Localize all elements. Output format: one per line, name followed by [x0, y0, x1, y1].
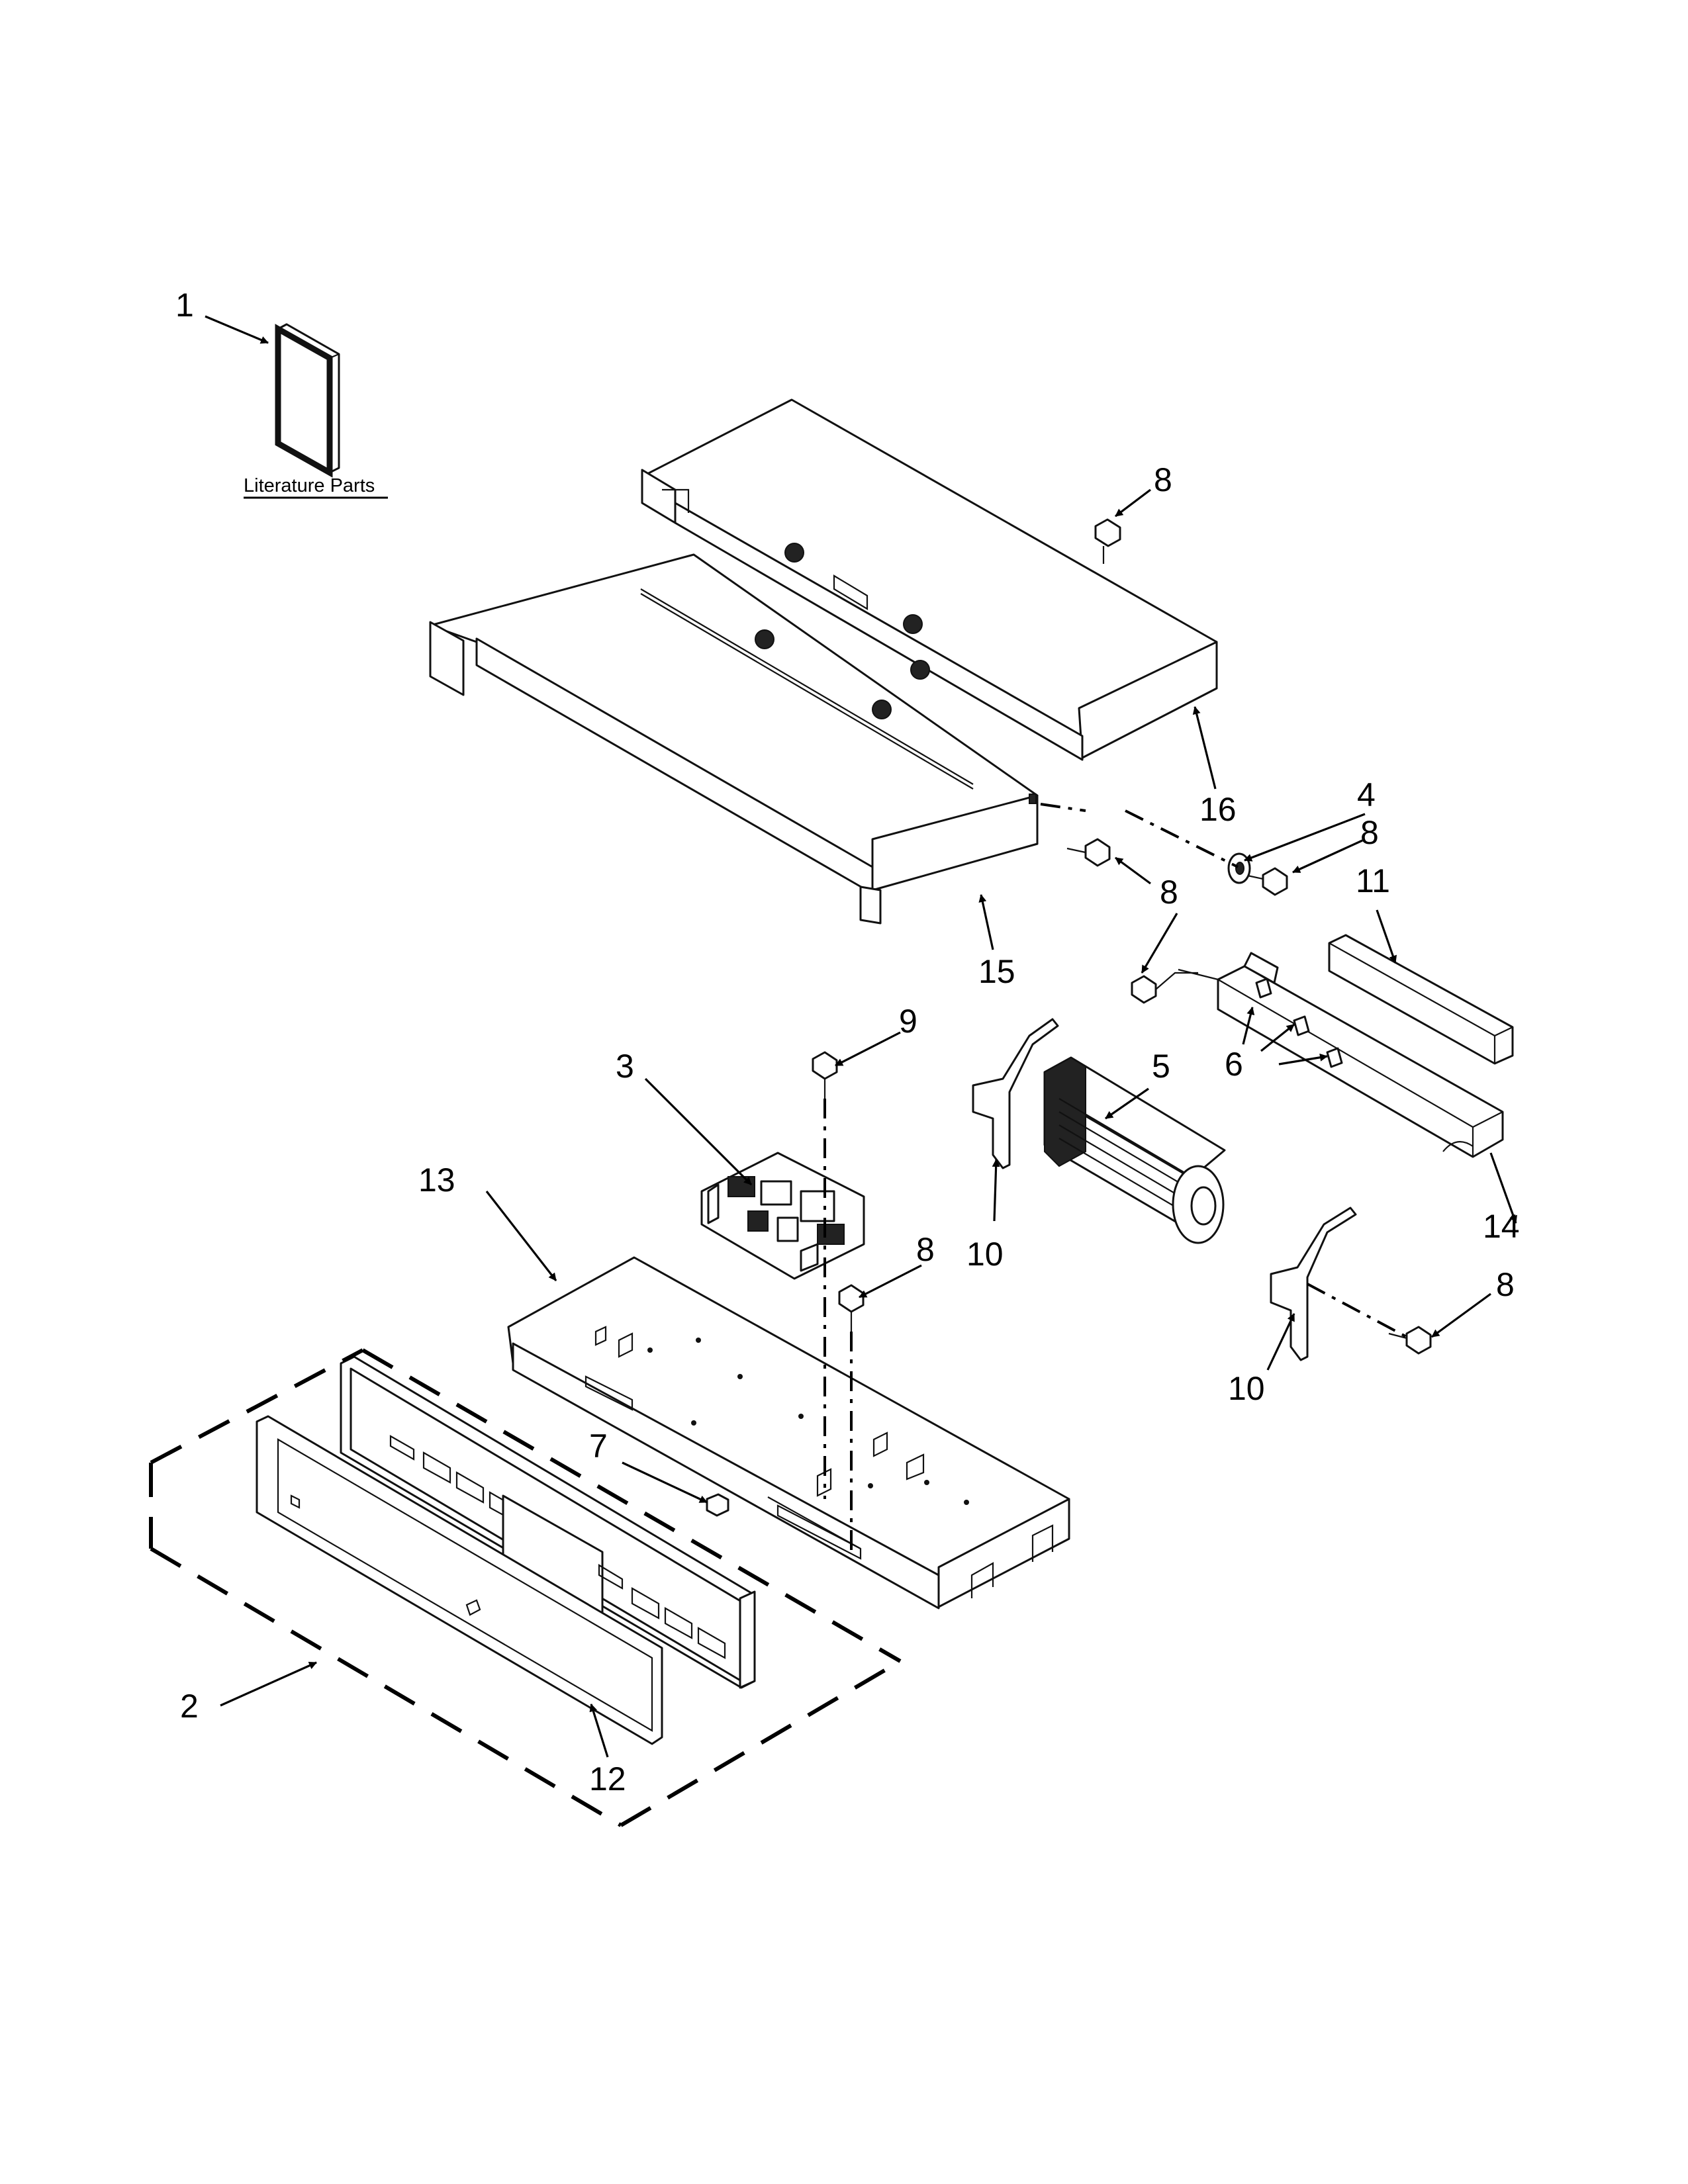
- control-board: [700, 1152, 865, 1280]
- callout-1: 1: [175, 287, 194, 324]
- callout-15: 15: [978, 953, 1015, 990]
- callout-8-top: 8: [1154, 461, 1172, 498]
- callout-5: 5: [1152, 1048, 1170, 1085]
- callout-7: 7: [589, 1428, 608, 1465]
- insulation-strip: [1328, 934, 1514, 1065]
- leader-lines: [205, 315, 1517, 1758]
- screw-board-8: [838, 1284, 865, 1332]
- callout-8-lower-right: 8: [1496, 1266, 1515, 1303]
- screw-top: [1094, 518, 1121, 564]
- small-screws: [1255, 978, 1343, 1068]
- callout-8-center: 8: [1160, 874, 1178, 911]
- top-cover-panel: [429, 553, 1039, 925]
- cooling-fan: [1043, 1056, 1226, 1244]
- callout-2: 2: [180, 1688, 199, 1725]
- callout-11: 11: [1356, 862, 1390, 899]
- callout-8-board: 8: [916, 1231, 935, 1268]
- fan-bracket: [1178, 952, 1504, 1158]
- callout-13: 13: [418, 1161, 455, 1199]
- callout-4: 4: [1357, 776, 1376, 813]
- callout-10-right: 10: [1228, 1370, 1265, 1407]
- alignment-line-cover: [1040, 803, 1239, 868]
- literature-booklet: [275, 323, 340, 478]
- rear-cover-panel: [641, 398, 1218, 761]
- small-clip: [706, 1493, 729, 1517]
- callout-16: 16: [1199, 791, 1237, 828]
- callout-9: 9: [899, 1003, 917, 1040]
- screw-bracket: [1131, 972, 1198, 1004]
- literature-parts-label: Literature Parts: [244, 475, 375, 496]
- latch-lever-left: [972, 1018, 1059, 1169]
- screw-right-upper: [1244, 867, 1288, 896]
- assembly-group-outline: [149, 1348, 902, 1827]
- washer: [1227, 852, 1251, 884]
- screw-lower-right: [1388, 1326, 1432, 1355]
- control-mounting-panel: [507, 1256, 1070, 1610]
- callout-6: 6: [1225, 1046, 1243, 1083]
- callout-10-left: 10: [966, 1236, 1004, 1273]
- screw-center: [1066, 838, 1111, 867]
- control-panel-trim: [256, 1415, 663, 1745]
- callout-14: 14: [1483, 1208, 1520, 1245]
- callout-8-right-upper: 8: [1360, 814, 1379, 851]
- callout-12: 12: [589, 1760, 626, 1797]
- alignment-line-lever: [1307, 1283, 1407, 1338]
- callout-3: 3: [616, 1048, 634, 1085]
- screw-board-9: [812, 1051, 838, 1099]
- control-panel-back: [340, 1355, 756, 1689]
